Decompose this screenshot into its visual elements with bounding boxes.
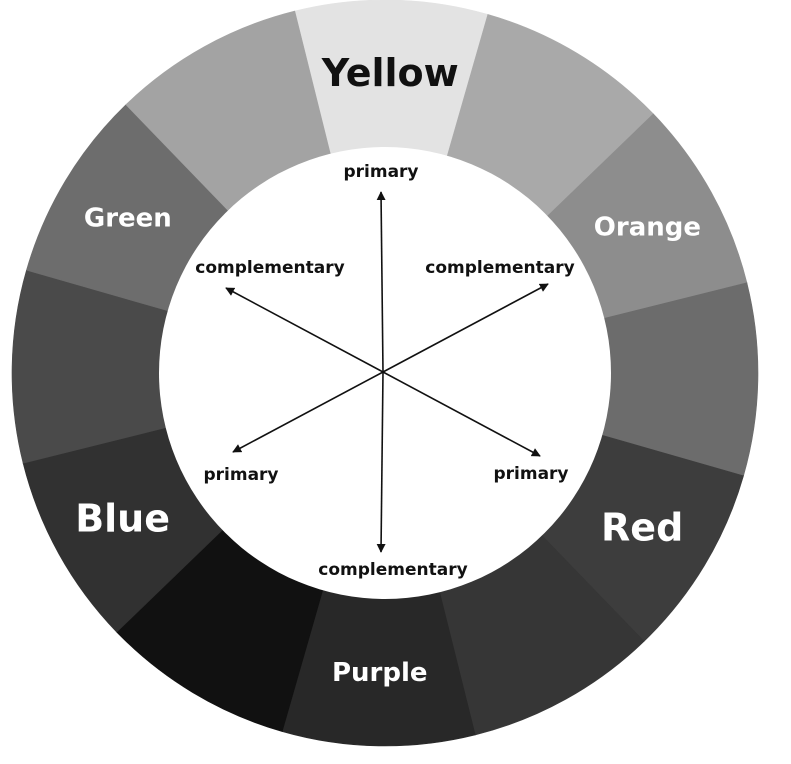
label-primary-top: primary <box>343 162 418 182</box>
arrow-vertical <box>376 191 386 373</box>
arrow-lower-left <box>232 371 384 453</box>
wheel-segments <box>11 0 759 747</box>
label-primary-bottom-right: primary <box>493 464 568 484</box>
arrows <box>225 191 549 553</box>
label-complementary-top-right: complementary <box>425 258 574 278</box>
segment-label-purple: Purple <box>332 658 428 688</box>
label-primary-bottom-left: primary <box>203 465 278 485</box>
label-complementary-top-left: complementary <box>195 258 344 278</box>
segment-label-green: Green <box>84 203 172 233</box>
segment-label-red: Red <box>601 506 683 550</box>
arrow-lower-right <box>382 371 541 457</box>
inner-labels: primary complementary complementary prim… <box>195 162 574 580</box>
arrow-vertical-down <box>376 371 386 553</box>
segment-label-yellow: Yellow <box>321 51 459 95</box>
label-complementary-bottom: complementary <box>318 560 467 580</box>
segment-label-orange: Orange <box>594 213 701 243</box>
arrow-upper-right <box>382 283 549 373</box>
arrow-upper-left <box>225 287 384 373</box>
segment-label-blue: Blue <box>75 496 170 540</box>
